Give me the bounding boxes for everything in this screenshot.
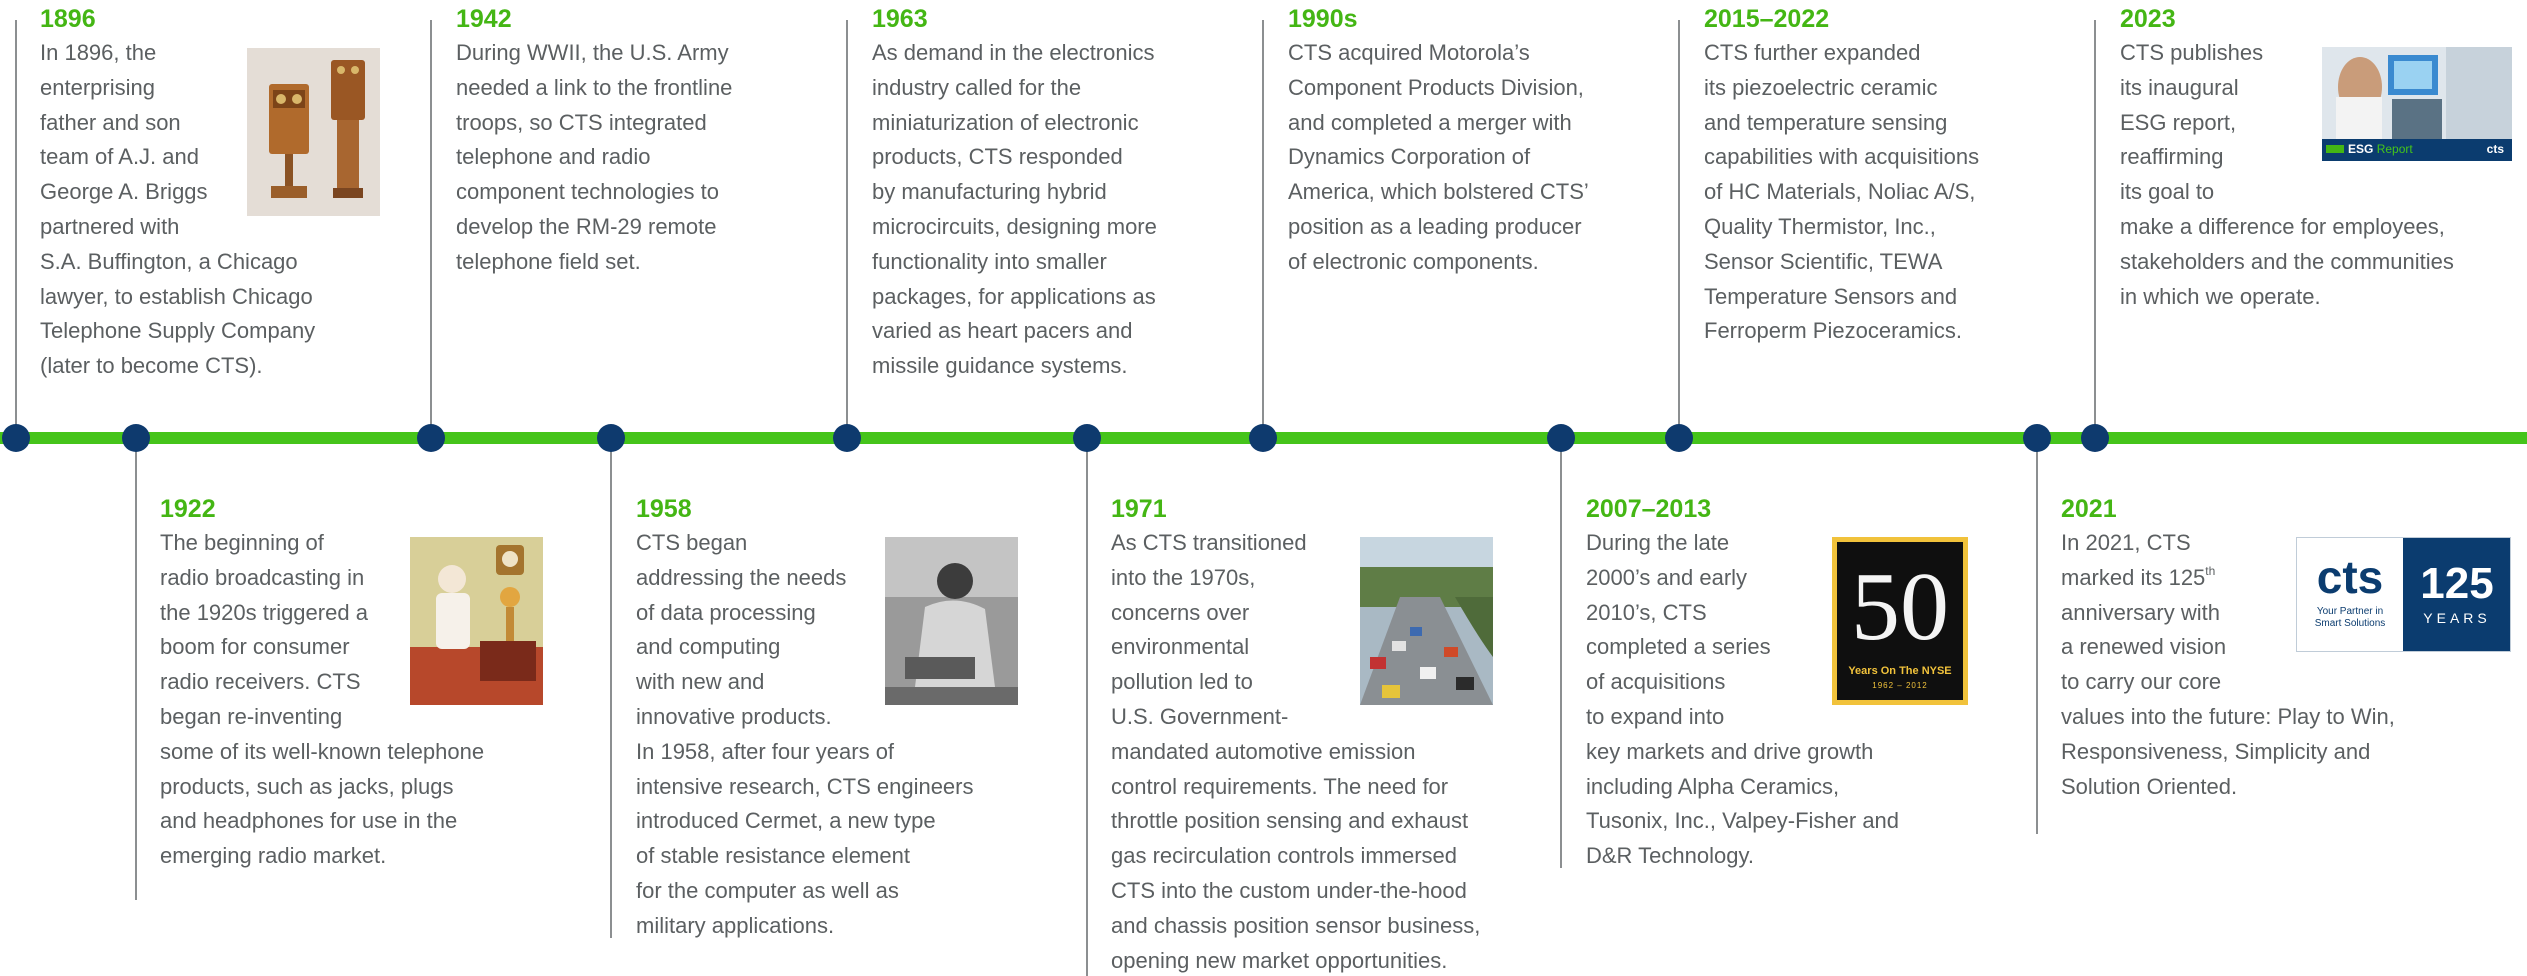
nyse-50-years-image: 50 Years On The NYSE 1962 – 2012 [1832, 537, 1968, 705]
entry-text: CTS acquired Motorola’s Component Produc… [1288, 40, 1589, 274]
entry-year: 1963 [872, 5, 928, 33]
timeline-dot-1958 [597, 424, 625, 452]
timeline-dot-2023 [2081, 424, 2109, 452]
nyse-caption: Years On The NYSE [1848, 665, 1952, 677]
entry-year: 2007–2013 [1586, 495, 1712, 523]
connector-1958 [610, 438, 612, 938]
entry-text: As demand in the electronics industry ca… [872, 40, 1157, 379]
timeline-dot-1922 [122, 424, 150, 452]
timeline-dot-2021 [2023, 424, 2051, 452]
antique-telephones-image [247, 48, 380, 216]
connector-1922 [135, 438, 137, 900]
timeline-entry-1942: 1942 During WWII, the U.S. Army needed a… [456, 4, 732, 280]
timeline-dot-1942 [417, 424, 445, 452]
timeline-entry-1922: 1922 The beginning of radio broadcasting… [160, 494, 484, 874]
nyse-number: 50 [1851, 553, 1949, 661]
timeline-entry-1990s: 1990s CTS acquired Motorola’s Component … [1288, 4, 1589, 280]
timeline-entry-2021: 2021 In 2021, CTS marked its 125th anniv… [2061, 494, 2395, 804]
timeline-entry-1896: 1896 In 1896, the enterprising father an… [40, 4, 315, 384]
timeline-entry-1958: 1958 CTS began addressing the needs of d… [636, 494, 974, 944]
timeline-entry-2015-2022: 2015–2022 CTS further expanded its piezo… [1704, 4, 1979, 349]
anniversary-label: YEARS [2423, 610, 2491, 626]
connector-1990s [1262, 20, 1264, 438]
timeline-dot-1990s [1249, 424, 1277, 452]
entry-year: 1896 [40, 5, 96, 33]
connector-2015-2022 [1678, 20, 1680, 438]
highway-traffic-image [1360, 537, 1493, 705]
connector-1963 [846, 20, 848, 438]
timeline-dot-2007-2013 [1547, 424, 1575, 452]
entry-year: 2015–2022 [1704, 5, 1830, 33]
timeline-entry-2023: 2023 CTS publishes its inaugural ESG rep… [2120, 4, 2454, 314]
entry-text: CTS publishes its inaugural ESG report, … [2120, 40, 2454, 309]
cts-125-panel: 125 YEARS [2403, 538, 2510, 651]
entry-text: CTS began addressing the needs of data p… [636, 530, 974, 938]
entry-text: In 2021, CTS marked its 125th anniversar… [2061, 530, 2395, 799]
entry-year: 2023 [2120, 5, 2176, 33]
connector-2007-2013 [1560, 438, 1562, 868]
anniversary-number: 125 [2420, 559, 2494, 608]
esg-brand: cts [2486, 142, 2504, 156]
timeline-dot-1971 [1073, 424, 1101, 452]
esg-report-cover-image: ESG Report cts [2322, 47, 2512, 161]
connector-1896 [15, 20, 17, 438]
cts-tagline-2: Smart Solutions [2314, 618, 2386, 629]
timeline-entry-2007-2013: 2007–2013 During the late 2000’s and ear… [1586, 494, 1899, 874]
connector-2021 [2036, 438, 2038, 834]
timeline-entry-1963: 1963 As demand in the electronics indust… [872, 4, 1157, 384]
nyse-years: 1962 – 2012 [1872, 681, 1928, 690]
entry-year: 2021 [2061, 495, 2117, 523]
entry-year: 1922 [160, 495, 216, 523]
engineer-at-work-image [885, 537, 1018, 705]
timeline-dot-1963 [833, 424, 861, 452]
cts-125-logo-image: cts Your Partner in Smart Solutions 125 … [2296, 537, 2511, 652]
timeline-dot-2015-2022 [1665, 424, 1693, 452]
entry-year: 1971 [1111, 495, 1167, 523]
esg-title: ESG Report [2348, 142, 2413, 156]
timeline-entry-1971: 1971 As CTS transitioned into the 1970s,… [1111, 494, 1480, 976]
cts-logo-mark: cts Your Partner in Smart Solutions [2297, 538, 2403, 651]
connector-1942 [430, 20, 432, 438]
entry-text: In 1896, the enterprising father and son… [40, 40, 316, 379]
entry-text: CTS further expanded its piezoelectric c… [1704, 40, 1980, 344]
nyse-badge: 50 Years On The NYSE 1962 – 2012 [1837, 542, 1963, 700]
timeline-dot-1896 [2, 424, 30, 452]
vintage-radio-ad-image [410, 537, 543, 705]
entry-text: The beginning of radio broadcasting in t… [160, 530, 485, 869]
entry-year: 1942 [456, 5, 512, 33]
connector-2023 [2094, 20, 2096, 438]
connector-1971 [1086, 438, 1088, 976]
cts-tagline-1: Your Partner in [2316, 606, 2384, 617]
entry-text: As CTS transitioned into the 1970s, conc… [1111, 530, 1481, 973]
line-with-superscript: marked its 125th [2061, 563, 2216, 590]
cts-wordmark: cts [2316, 551, 2384, 603]
entry-year: 1958 [636, 495, 692, 523]
entry-year: 1990s [1288, 5, 1358, 33]
entry-text: During WWII, the U.S. Army needed a link… [456, 40, 733, 274]
entry-text: During the late 2000’s and early 2010’s,… [1586, 530, 1900, 869]
